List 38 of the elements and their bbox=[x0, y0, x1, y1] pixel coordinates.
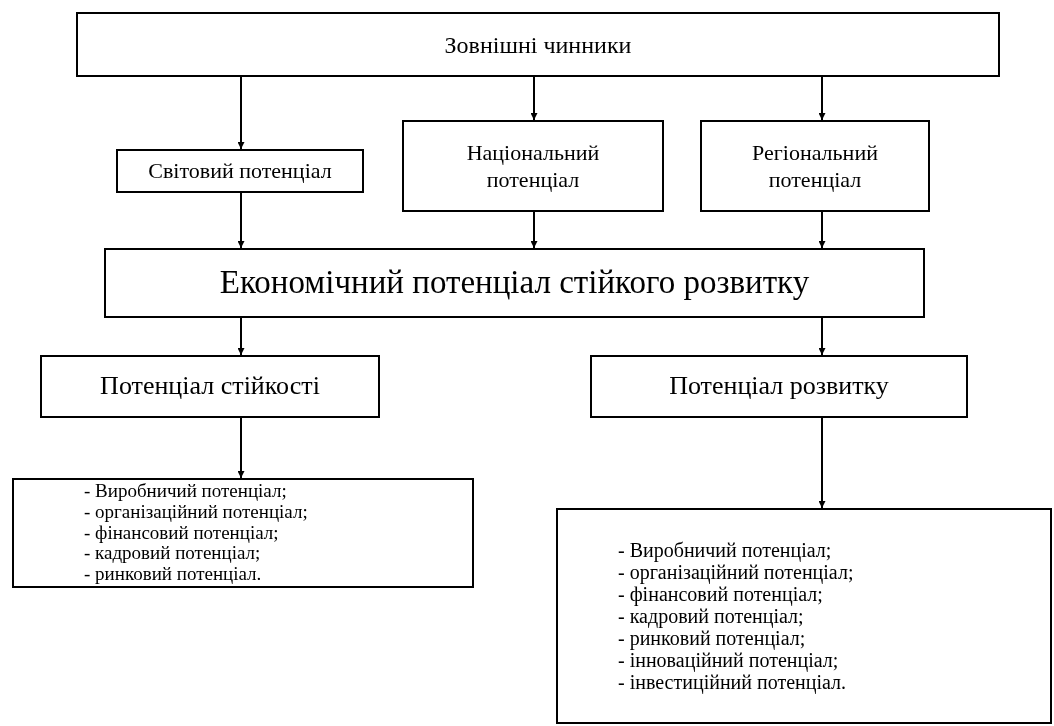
process-box bbox=[116, 149, 364, 193]
list-box bbox=[556, 508, 1052, 724]
process-box bbox=[700, 120, 930, 212]
list-item: - організаційний потенціал; bbox=[618, 561, 854, 583]
list-item: - фінансовий потенціал; bbox=[84, 522, 279, 544]
box-label: Світовий потенціал bbox=[148, 157, 332, 185]
process-box bbox=[402, 120, 664, 212]
list-box bbox=[12, 478, 474, 588]
arrow bbox=[237, 192, 245, 249]
box-label: Потенціал стійкості bbox=[100, 370, 320, 403]
arrow bbox=[818, 317, 826, 356]
box-label: Потенціал розвитку bbox=[669, 370, 889, 403]
list-item: - ринковий потенціал; bbox=[618, 627, 806, 649]
process-box bbox=[76, 12, 1000, 77]
arrow bbox=[237, 76, 245, 150]
box-label: Національний потенціал bbox=[465, 138, 601, 194]
arrow bbox=[818, 211, 826, 249]
arrow bbox=[237, 417, 245, 479]
box-label: Регіональний потенціал bbox=[751, 138, 879, 194]
list-item: - ринковий потенціал. bbox=[84, 564, 262, 586]
list-item: - інноваційний потенціал; bbox=[618, 649, 839, 671]
arrow bbox=[818, 76, 826, 121]
list-item: - інвестиційний потенціал. bbox=[618, 671, 847, 693]
list-item: - Виробничий потенціал; bbox=[84, 480, 287, 502]
process-box bbox=[40, 355, 380, 418]
arrow bbox=[818, 417, 826, 509]
box-label: Зовнішні чинники bbox=[444, 30, 632, 60]
process-box bbox=[590, 355, 968, 418]
list-item: - кадровий потенціал; bbox=[618, 605, 804, 627]
arrow bbox=[237, 317, 245, 356]
list-item: - фінансовий потенціал; bbox=[618, 583, 823, 605]
list-item: - Виробничий потенціал; bbox=[618, 539, 832, 561]
box-label: Економічний потенціал стійкого розвитку bbox=[219, 263, 810, 303]
list-item: - кадровий потенціал; bbox=[84, 543, 261, 565]
list-item: - організаційний потенціал; bbox=[84, 501, 308, 523]
arrow bbox=[530, 211, 538, 249]
arrow bbox=[530, 76, 538, 121]
process-box bbox=[104, 248, 925, 318]
